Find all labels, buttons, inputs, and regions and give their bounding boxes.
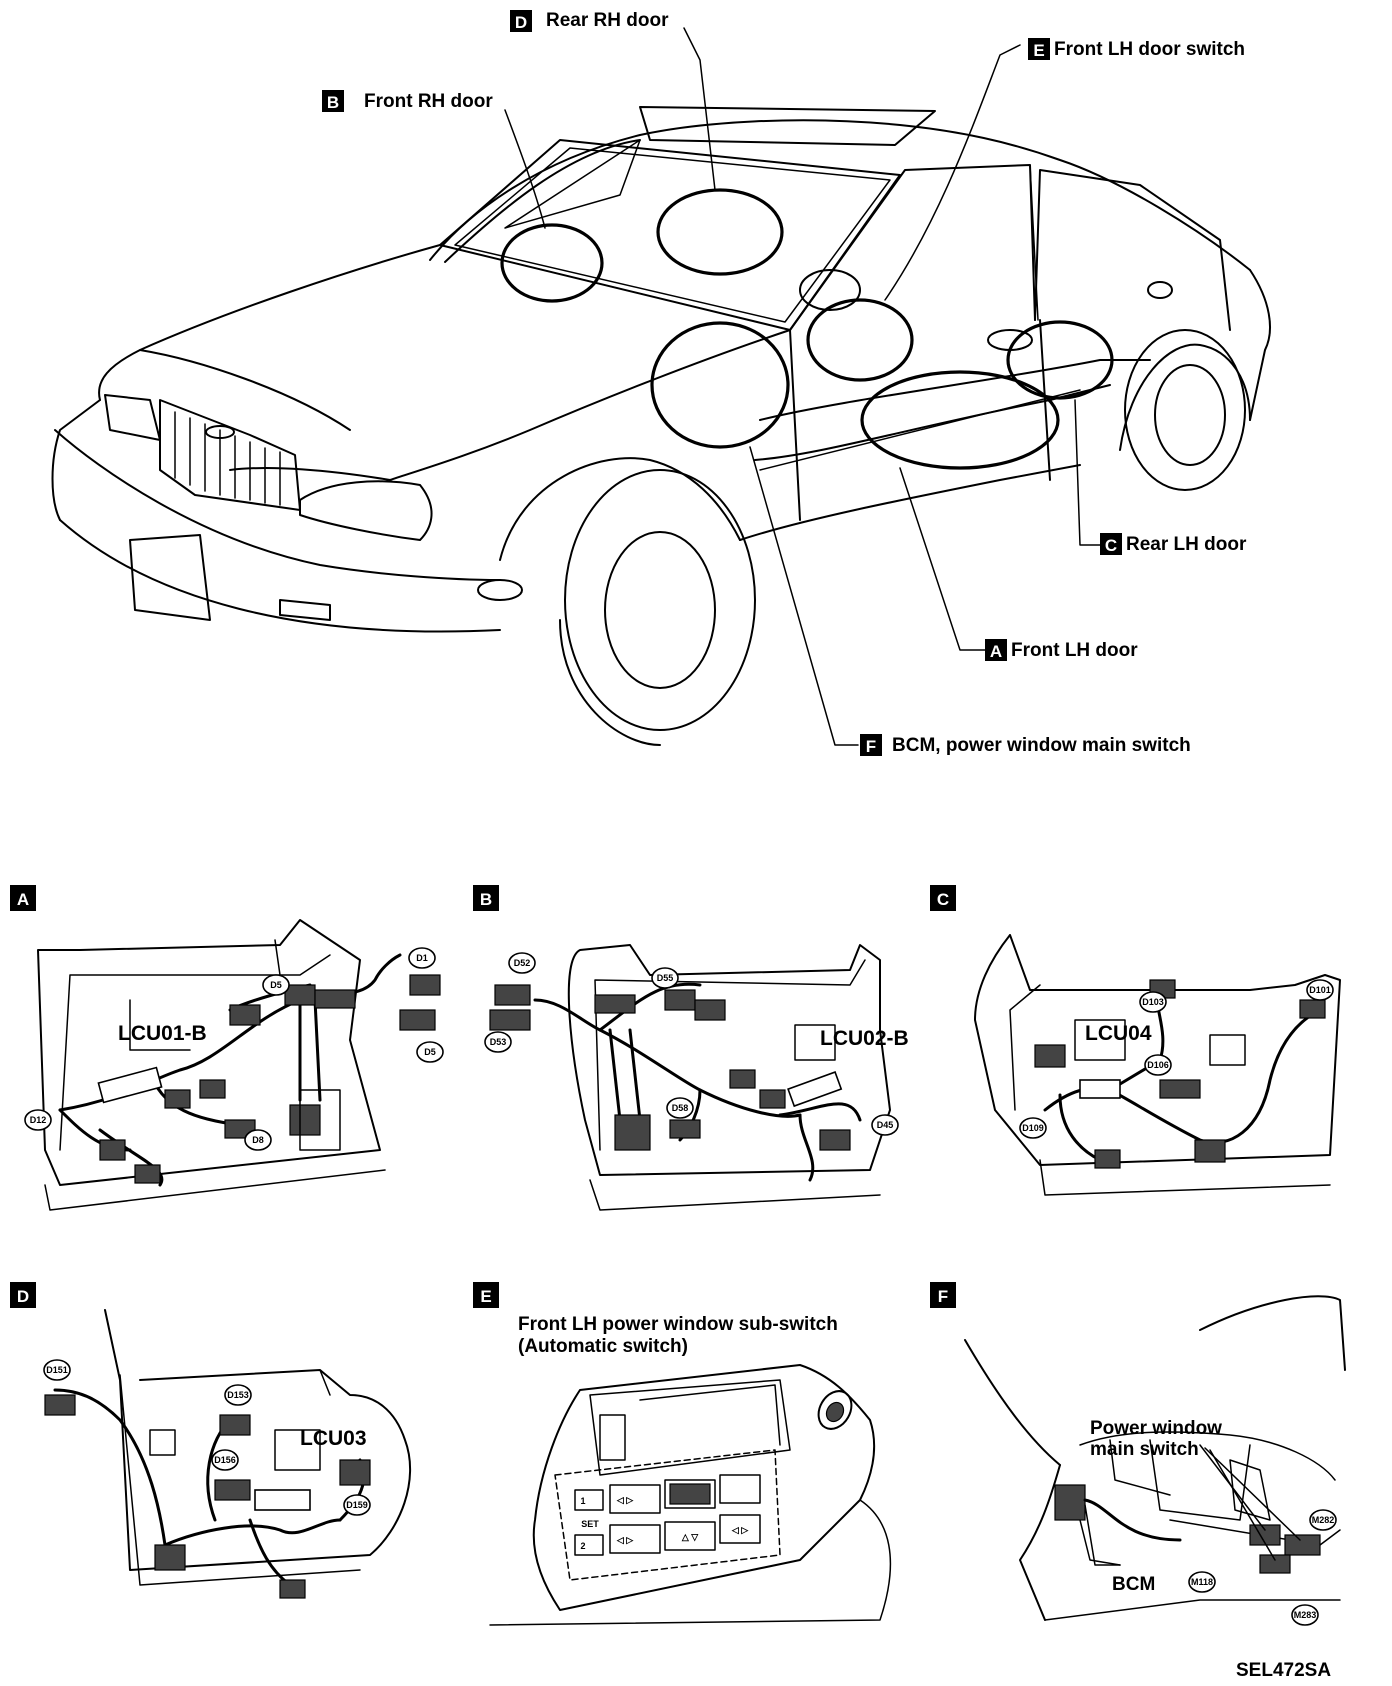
panel-f-bcm-power-window-main-switch: F Power window main switch BCM M282 M118… [930, 1282, 1346, 1626]
connector-label: D12 [30, 1115, 47, 1125]
connector-label: D151 [46, 1365, 68, 1375]
callout-rear-lh-door: C Rear LH door [1100, 533, 1247, 555]
panel-e-front-lh-door-switch: E Front LH power window sub-switch (Auto… [473, 1282, 892, 1626]
callout-rear-rh-door: D Rear RH door [510, 10, 669, 32]
panel-f-bcm-label: BCM [1112, 1574, 1155, 1595]
callout-label: Rear LH door [1126, 534, 1247, 555]
callout-letter: D [515, 13, 527, 32]
connector-label: D53 [490, 1037, 507, 1047]
callout-label: Front RH door [364, 91, 493, 112]
car-illustration [51, 27, 1271, 746]
svg-text:△ ▽: △ ▽ [681, 1532, 699, 1542]
connector-label: D159 [346, 1500, 368, 1510]
connector-label: D5 [270, 980, 282, 990]
callout-letter: C [1105, 536, 1117, 555]
panel-letter: D [17, 1287, 29, 1306]
panel-b-unit-label: LCU02-B [820, 1027, 909, 1050]
callout-label: Front LH door [1011, 640, 1138, 661]
connector-label: D103 [1142, 997, 1164, 1007]
panel-letter: B [480, 890, 492, 909]
callout-label: Front LH door switch [1054, 39, 1245, 60]
panel-c-unit-label: LCU04 [1085, 1022, 1152, 1045]
panel-letter: F [938, 1287, 948, 1306]
connector-label: D153 [227, 1390, 249, 1400]
connector-label: D106 [1147, 1060, 1169, 1070]
panel-letter: E [480, 1287, 491, 1306]
callout-bcm-power-window-main-switch: F BCM, power window main switch [860, 734, 1191, 756]
panel-f-switch-line1: Power window [1090, 1418, 1222, 1439]
panel-f-switch-line2: main switch [1090, 1439, 1199, 1460]
connector-label: M282 [1312, 1515, 1335, 1525]
connector-label: D8 [252, 1135, 264, 1145]
svg-text:◁ ▷: ◁ ▷ [616, 1535, 634, 1545]
connector-label: D101 [1309, 985, 1331, 995]
panel-b-front-rh-door: B LCU02-B D52 D55 D53 D58 D45 [473, 885, 909, 1211]
callout-letter: E [1033, 41, 1044, 60]
svg-text:◁ ▷: ◁ ▷ [616, 1495, 634, 1505]
connector-label: D1 [416, 953, 428, 963]
callout-label: Rear RH door [546, 10, 669, 31]
callout-front-lh-door: A Front LH door [985, 639, 1138, 661]
callout-letter: B [327, 93, 339, 112]
callout-front-rh-door: B Front RH door [322, 90, 493, 112]
panel-d-unit-label: LCU03 [300, 1427, 367, 1450]
connector-label: D156 [214, 1455, 236, 1465]
connector-label: D5 [424, 1047, 436, 1057]
panel-a-unit-label: LCU01-B [118, 1022, 207, 1045]
panel-letter: C [937, 890, 949, 909]
panel-e-title-line1: Front LH power window sub-switch [518, 1314, 838, 1335]
connector-label: D58 [672, 1103, 689, 1113]
connector-label: M283 [1294, 1610, 1317, 1620]
sub-switch-key-1: 1 [580, 1496, 585, 1506]
figure-code: SEL472SA [1236, 1660, 1331, 1681]
panel-c-rear-lh-door: C LCU04 D103 D101 D106 D109 [930, 885, 1341, 1196]
sub-switch-key-set: SET [581, 1519, 599, 1529]
callout-label: BCM, power window main switch [892, 735, 1191, 756]
callout-letter: A [990, 642, 1002, 661]
panel-letter: A [17, 890, 29, 909]
connector-label: D45 [877, 1120, 894, 1130]
panel-d-rear-rh-door: D LCU03 D151 D153 D156 D159 [10, 1282, 412, 1599]
connector-label: M118 [1191, 1577, 1213, 1587]
panel-a-front-lh-door: A LCU01-B D1 D5 D5 D12 D8 [10, 885, 444, 1211]
connector-label: D55 [657, 973, 674, 983]
svg-text:◁ ▷: ◁ ▷ [731, 1525, 749, 1535]
connector-label: D109 [1022, 1123, 1044, 1133]
callout-front-lh-door-switch: E Front LH door switch [1028, 38, 1245, 60]
sub-switch-key-2: 2 [580, 1541, 585, 1551]
panel-e-title-line2: (Automatic switch) [518, 1336, 688, 1357]
callout-letter: F [866, 737, 876, 756]
connector-label: D52 [514, 958, 531, 968]
